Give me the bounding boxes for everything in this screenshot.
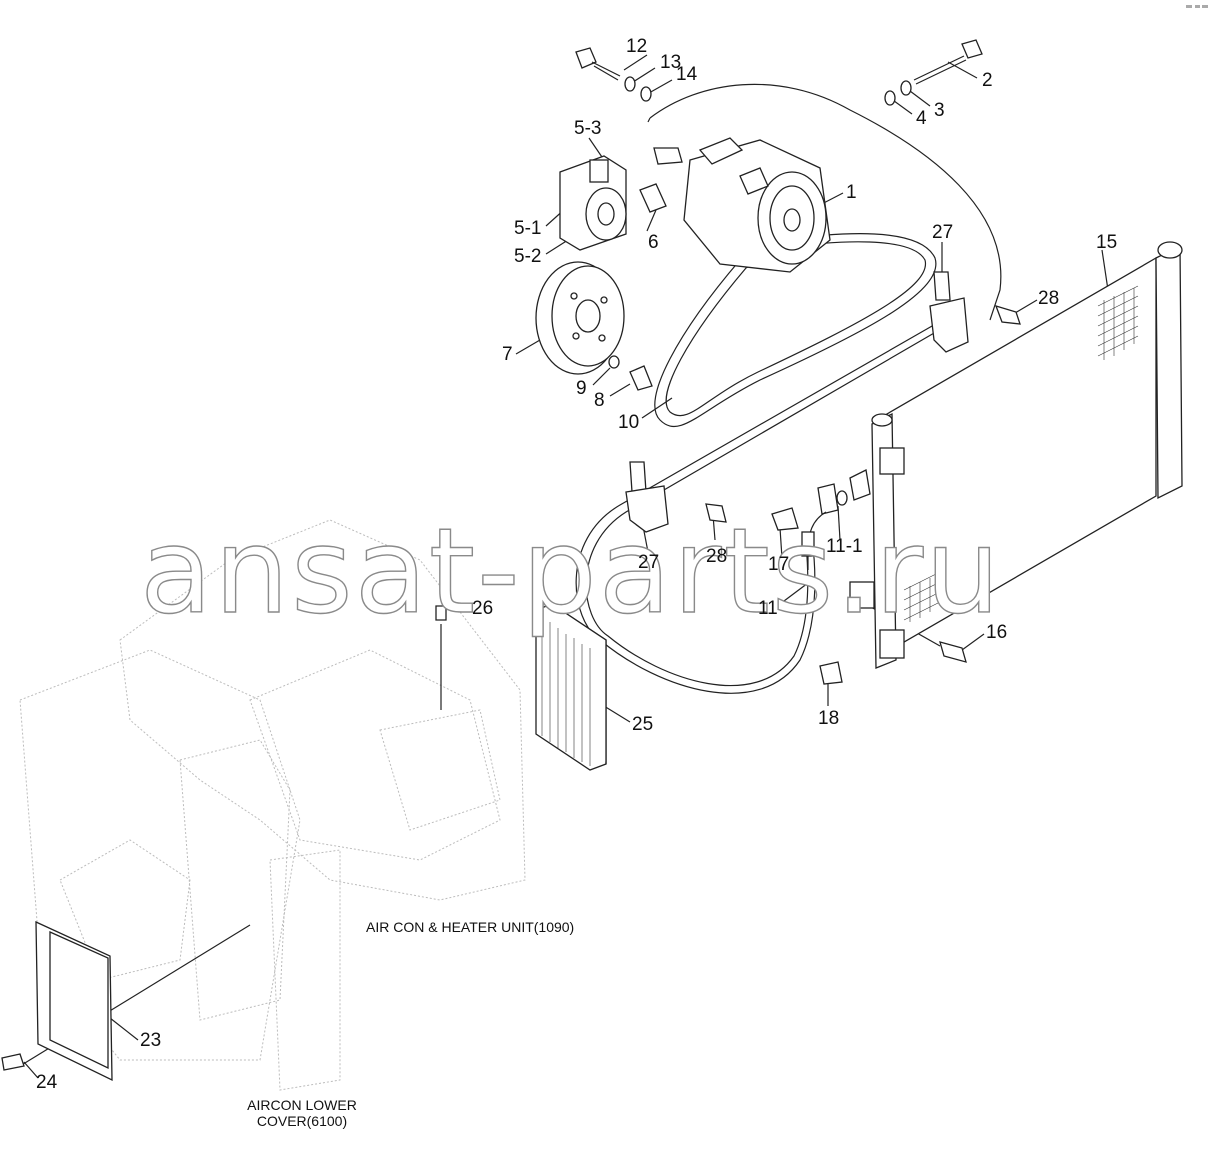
callout-18: 18 (818, 708, 839, 729)
fasteners (435, 39, 1021, 685)
watermark-text: ansat-parts.ru (140, 502, 1002, 640)
callout-25: 25 (632, 714, 653, 735)
callout-11-1: 11-1 (826, 536, 863, 557)
callout-28-lower: 28 (706, 546, 727, 567)
callout-5-3: 5-3 (574, 118, 601, 139)
condenser (849, 241, 1183, 669)
callout-16: 16 (986, 622, 1007, 643)
callout-8: 8 (594, 390, 605, 411)
callout-3: 3 (934, 100, 945, 121)
callout-labels: 12 13 14 2 3 4 5-3 5-1 5-2 6 1 27 15 28 … (36, 36, 1117, 1093)
callout-24: 24 (36, 1072, 58, 1093)
callout-6: 6 (648, 232, 659, 253)
idler-bracket (559, 155, 627, 251)
reference-captions: AIR CON & HEATER UNIT(1090) AIRCON LOWER… (247, 919, 574, 1129)
callout-27-upper: 27 (932, 222, 953, 243)
callout-5-2: 5-2 (514, 246, 541, 267)
condenser-core-hatch (903, 285, 1139, 622)
callout-17: 17 (768, 554, 789, 575)
callout-28-upper: 28 (1038, 288, 1059, 309)
callout-5-1: 5-1 (514, 218, 541, 239)
corner-mark-icon (1186, 5, 1208, 8)
callout-23: 23 (140, 1030, 161, 1051)
callout-11: 11 (758, 598, 778, 619)
callout-10: 10 (618, 412, 639, 433)
heater-unit-caption: AIR CON & HEATER UNIT(1090) (366, 919, 574, 935)
callout-1: 1 (846, 182, 857, 203)
pulley (535, 261, 625, 375)
compressor (653, 137, 831, 273)
callout-15: 15 (1096, 232, 1117, 253)
drive-belt (654, 233, 937, 428)
callout-12: 12 (626, 36, 647, 57)
callout-14: 14 (676, 64, 698, 85)
lower-cover (1, 920, 113, 1082)
liquid-line (801, 483, 839, 570)
hose-clamps (625, 271, 969, 533)
callout-2: 2 (982, 70, 993, 91)
callout-27-lower: 27 (638, 552, 659, 573)
lower-cover-caption-line2: COVER(6100) (257, 1113, 347, 1129)
callout-26: 26 (472, 598, 493, 619)
refrigerant-hoses (575, 83, 1002, 694)
callout-13: 13 (660, 52, 681, 73)
lower-cover-caption-line1: AIRCON LOWER (247, 1097, 357, 1113)
cabin-filter (535, 603, 607, 771)
callout-9: 9 (576, 378, 587, 399)
callout-7: 7 (502, 344, 513, 365)
callout-4: 4 (916, 108, 927, 129)
